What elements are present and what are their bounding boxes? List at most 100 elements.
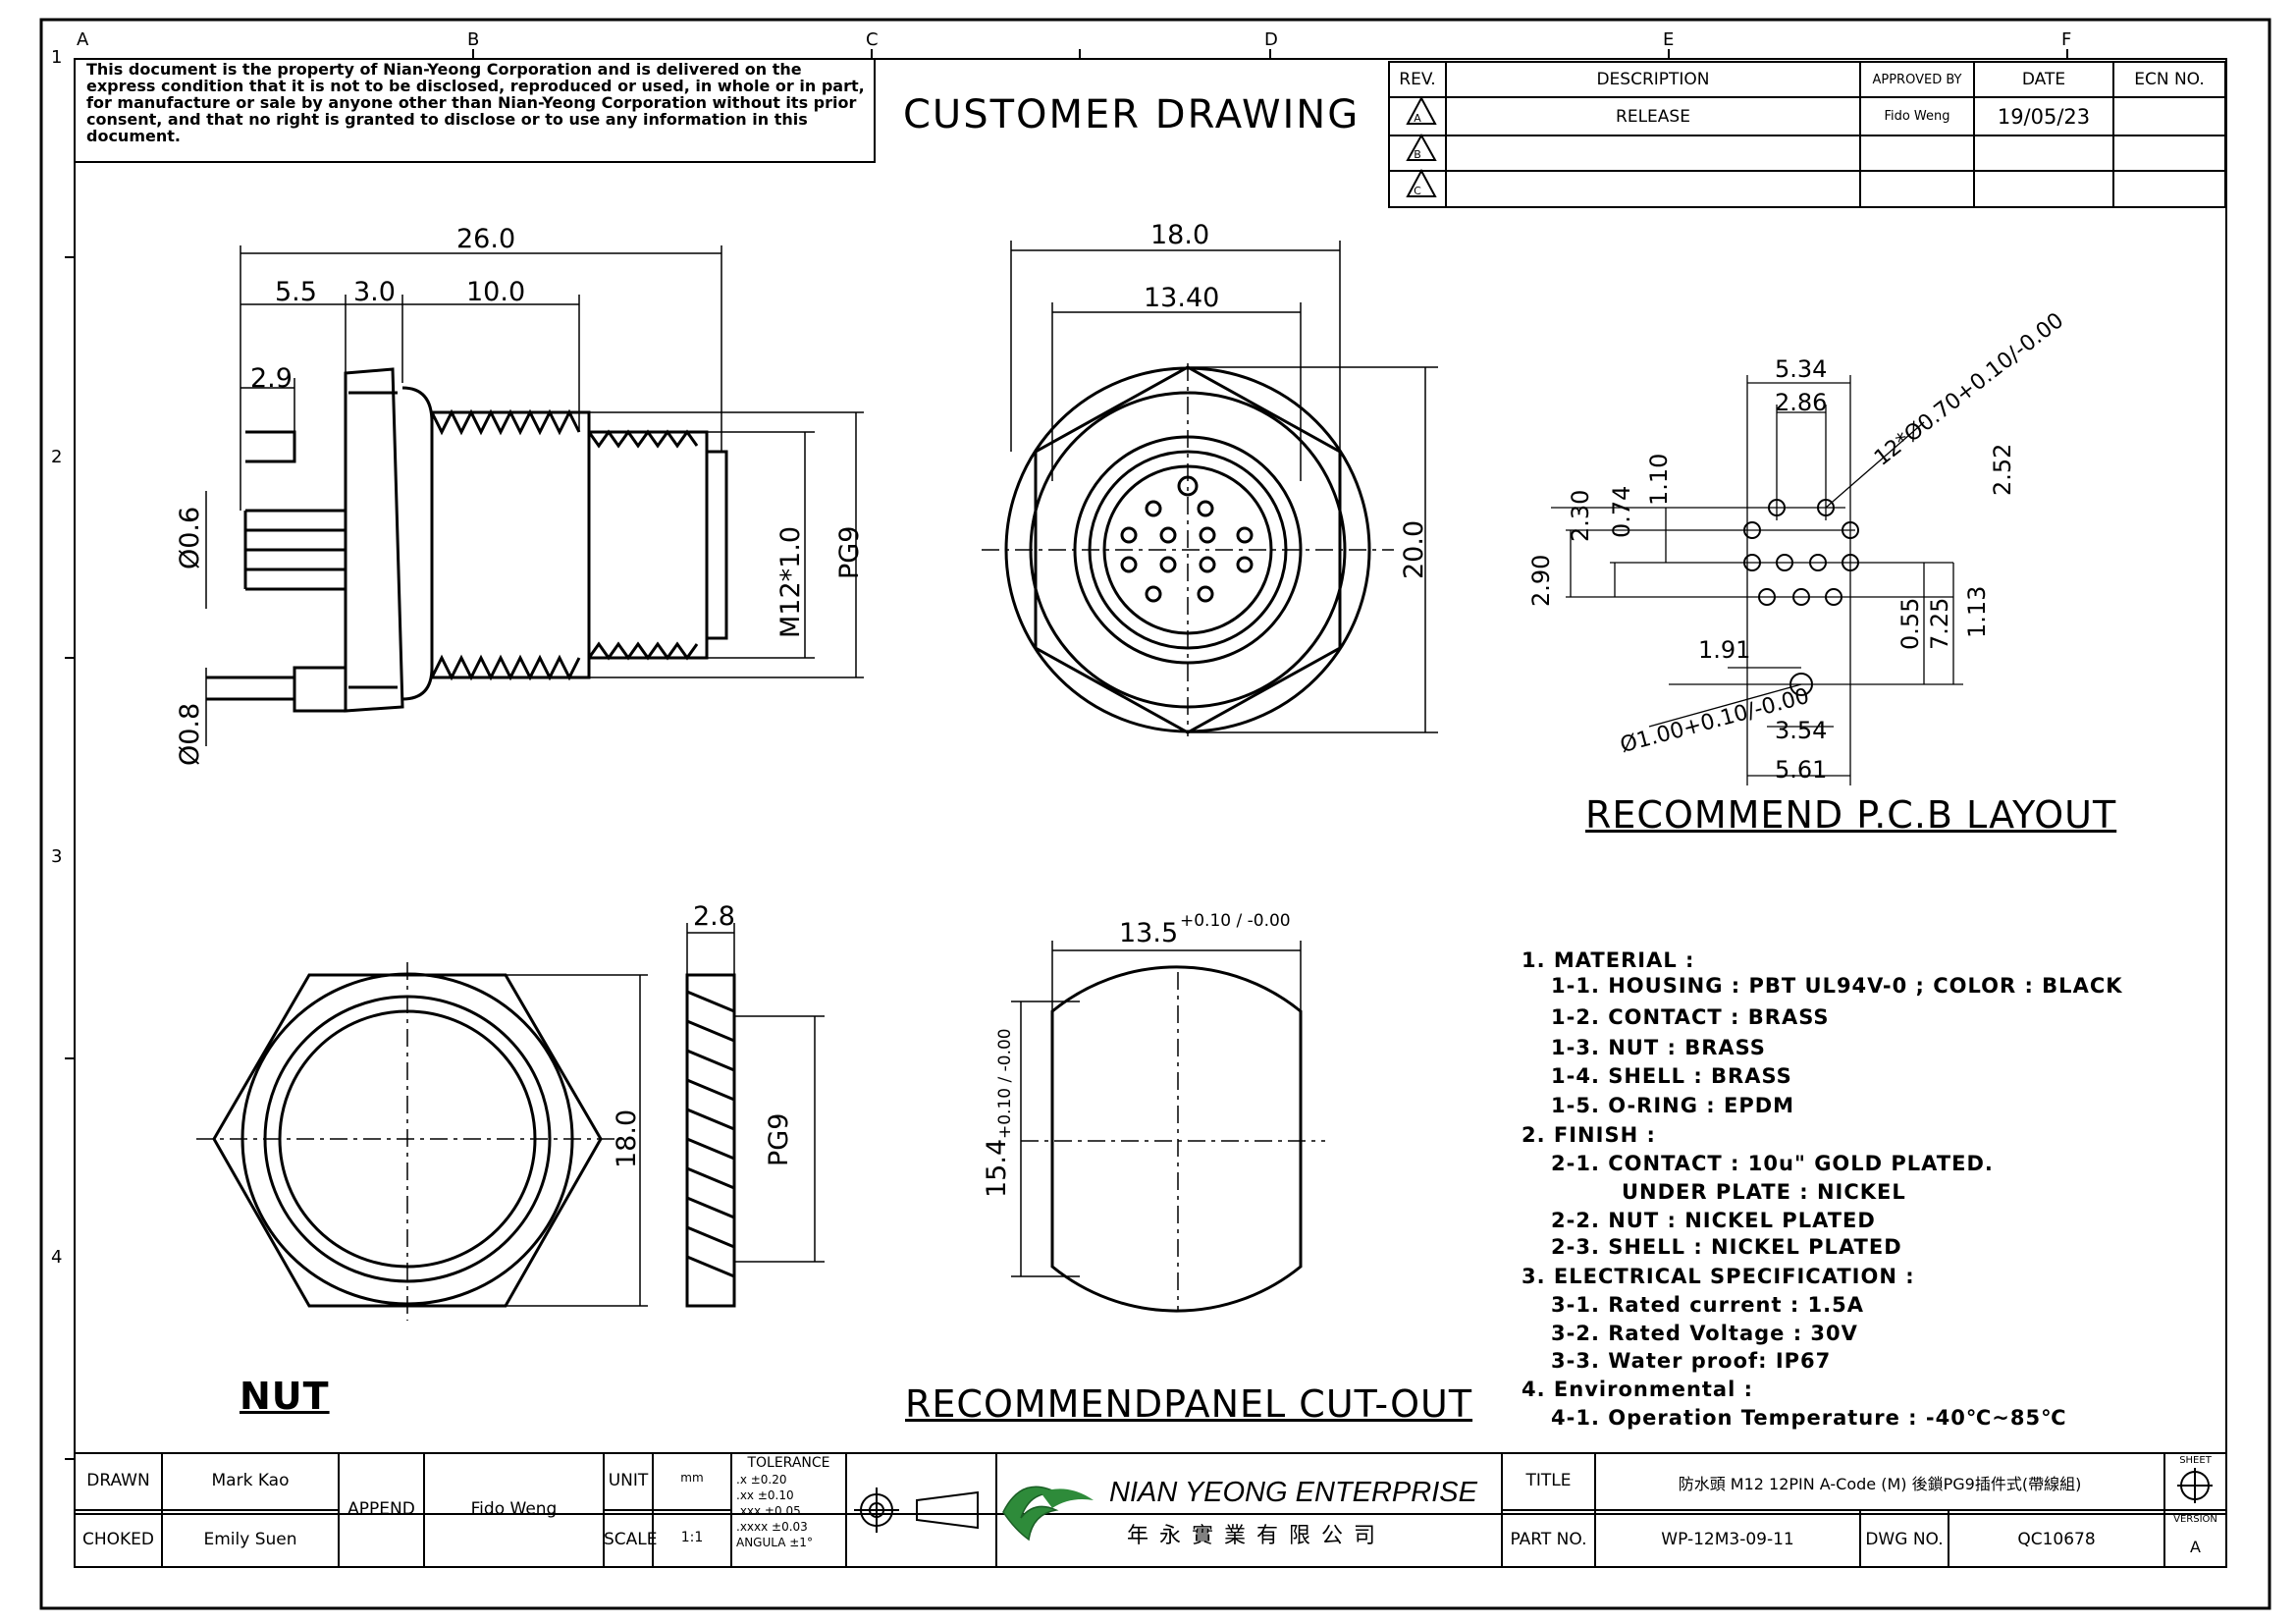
rev-cell: A bbox=[1388, 96, 1447, 136]
note-line: 2-2. NUT : NICKEL PLATED bbox=[1551, 1209, 1876, 1232]
dwg-no-label: DWG NO. bbox=[1865, 1530, 1944, 1549]
dim-overall-length: 26.0 bbox=[456, 224, 516, 254]
approved-by-cell: Fido Weng bbox=[1859, 96, 1975, 136]
date-header: DATE bbox=[1973, 60, 2114, 99]
description-cell: RELEASE bbox=[1445, 96, 1861, 136]
col-letter-d: D bbox=[1264, 29, 1278, 50]
panel-cutout-title: RECOMMENDPANEL CUT-OUT bbox=[905, 1382, 1473, 1426]
scale-value: 1:1 bbox=[680, 1530, 704, 1545]
description-cell bbox=[1445, 170, 1861, 208]
ecn-cell bbox=[2112, 170, 2226, 208]
note-line: 2-1. CONTACT : 10u" GOLD PLATED. bbox=[1551, 1152, 1994, 1175]
pcb-dim: 2.86 bbox=[1775, 389, 1828, 416]
drawing-title: CUSTOMER DRAWING bbox=[903, 92, 1361, 137]
dwg-no: QC10678 bbox=[2017, 1530, 2096, 1549]
tolerance-label: TOLERANCE bbox=[747, 1455, 830, 1471]
dim-5-5: 5.5 bbox=[275, 277, 317, 307]
zone-ticks bbox=[65, 49, 2068, 1460]
sheet-symbol bbox=[2177, 1468, 2213, 1503]
pcb-dim: 1.10 bbox=[1645, 453, 1673, 506]
panel-centerlines bbox=[1021, 972, 1325, 1311]
dim-thread: M12*1.0 bbox=[775, 525, 806, 638]
approved-by-cell bbox=[1859, 134, 1975, 173]
row-number-1: 1 bbox=[51, 47, 63, 68]
part-no-label: PART NO. bbox=[1510, 1530, 1587, 1549]
panel-dim-width-tolerance: +0.10 / -0.00 bbox=[1180, 911, 1291, 931]
tolerance-line: .xx ±0.10 bbox=[736, 1488, 794, 1502]
projection-symbol bbox=[854, 1488, 979, 1533]
title-block-grid bbox=[74, 1452, 2227, 1568]
pcb-dim: 5.61 bbox=[1775, 756, 1828, 784]
dim-front-inner: 13.40 bbox=[1144, 283, 1220, 313]
ecn-cell bbox=[2112, 134, 2226, 173]
date-cell bbox=[1973, 134, 2114, 173]
description-header: DESCRIPTION bbox=[1445, 60, 1861, 99]
dim-pg9: PG9 bbox=[834, 525, 865, 579]
pcb-dim: 2.90 bbox=[1527, 554, 1555, 607]
approved-by-header: APPROVED BY bbox=[1859, 60, 1975, 99]
date-cell bbox=[1973, 170, 2114, 208]
revision-table: REV. DESCRIPTION APPROVED BY DATE ECN NO… bbox=[1388, 60, 2226, 208]
approved-by-cell bbox=[1859, 170, 1975, 208]
front-view-centerlines bbox=[982, 363, 1394, 736]
rev-letter: C bbox=[1414, 184, 1421, 197]
tolerance-line: .x ±0.20 bbox=[736, 1473, 787, 1487]
rev-cell: C bbox=[1388, 170, 1447, 208]
nut-dim-thickness: 2.8 bbox=[693, 901, 735, 932]
pcb-dim: 1.13 bbox=[1963, 585, 1991, 638]
col-letter-e: E bbox=[1663, 29, 1675, 50]
part-no: WP-12M3-09-11 bbox=[1661, 1530, 1794, 1549]
notice-box bbox=[74, 58, 876, 163]
dim-pin-length: 2.9 bbox=[250, 363, 293, 394]
note-line: 1-5. O-RING : EPDM bbox=[1551, 1094, 1795, 1117]
dim-front-width: 18.0 bbox=[1150, 220, 1210, 250]
note-line: 3-2. Rated Voltage : 30V bbox=[1551, 1322, 1858, 1345]
panel-dim-height: 15.4 bbox=[982, 1138, 1012, 1198]
pcb-layout-dimensions bbox=[1551, 375, 1963, 785]
panel-dimensions bbox=[1011, 941, 1302, 1277]
note-line: 1-3. NUT : BRASS bbox=[1551, 1036, 1766, 1059]
checked-by: Emily Suen bbox=[203, 1530, 297, 1549]
nut-dim-pg9: PG9 bbox=[764, 1112, 794, 1166]
version-label: VERSION bbox=[2173, 1514, 2217, 1525]
rev-letter: A bbox=[1414, 111, 1421, 125]
sheet-label: SHEET bbox=[2179, 1455, 2212, 1466]
unit-label: UNIT bbox=[608, 1471, 649, 1490]
drawn-by: Mark Kao bbox=[211, 1471, 290, 1490]
col-letter-a: A bbox=[77, 29, 89, 50]
dim-pin-diameter-large: Ø0.8 bbox=[175, 702, 205, 766]
pcb-dim: 2.52 bbox=[1989, 443, 2016, 496]
front-view-dimensions bbox=[1010, 241, 1438, 733]
nut-title: NUT bbox=[240, 1375, 330, 1418]
tolerance-line: ANGULA ±1° bbox=[736, 1536, 813, 1549]
row-number-4: 4 bbox=[51, 1247, 63, 1268]
nut-centerlines bbox=[196, 962, 618, 1321]
title-label: TITLE bbox=[1525, 1471, 1572, 1490]
note-line: 2-3. SHELL : NICKEL PLATED bbox=[1551, 1235, 1902, 1259]
pcb-dim: 5.34 bbox=[1775, 355, 1828, 383]
drawing-name: 防水頭 M12 12PIN A-Code (M) 後鎖PG9插件式(帶線組) bbox=[1678, 1475, 2082, 1493]
pcb-dim: 3.54 bbox=[1775, 717, 1828, 744]
col-letter-b: B bbox=[467, 29, 480, 50]
panel-dim-height-tolerance: +0.10 / -0.00 bbox=[995, 1028, 1015, 1139]
col-letter-f: F bbox=[2061, 29, 2072, 50]
nut-dimensions bbox=[506, 923, 825, 1307]
note-line: UNDER PLATE : NICKEL bbox=[1622, 1180, 1906, 1204]
note-line: 3. ELECTRICAL SPECIFICATION : bbox=[1522, 1265, 1915, 1288]
confidentiality-notice: This document is the property of Nian-Ye… bbox=[86, 60, 865, 145]
description-cell bbox=[1445, 134, 1861, 173]
rev-header: REV. bbox=[1388, 60, 1447, 99]
row-number-2: 2 bbox=[51, 447, 63, 467]
company-name: NIAN YEONG ENTERPRISE bbox=[1109, 1477, 1477, 1508]
append-by: Fido Weng bbox=[470, 1499, 558, 1519]
nut-dim-height: 18.0 bbox=[612, 1109, 642, 1168]
panel-cutout-view bbox=[1050, 965, 1303, 1313]
dim-3-0: 3.0 bbox=[353, 277, 396, 307]
row-number-3: 3 bbox=[51, 846, 63, 867]
dim-10-0: 10.0 bbox=[466, 277, 526, 307]
dim-pin-diameter: Ø0.6 bbox=[175, 506, 205, 569]
side-view bbox=[206, 367, 728, 713]
panel-dim-width: 13.5 bbox=[1119, 918, 1179, 948]
note-line: 3-1. Rated current : 1.5A bbox=[1551, 1293, 1865, 1317]
nut-side-view bbox=[685, 973, 736, 1308]
